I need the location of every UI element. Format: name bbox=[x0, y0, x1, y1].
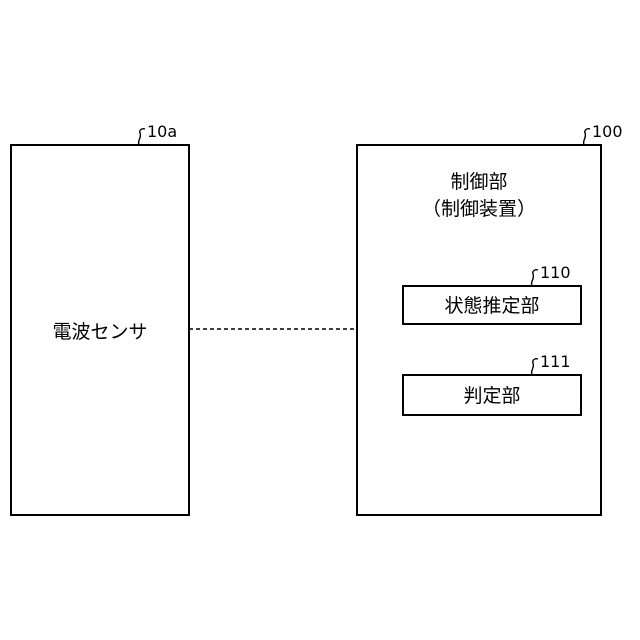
controller-title: 制御部 bbox=[450, 171, 507, 193]
module-determination-ref: 111 bbox=[540, 352, 571, 371]
sensor-block: 10a 電波センサ bbox=[11, 122, 189, 515]
module-state-estimation-ref: 110 bbox=[540, 263, 571, 282]
module-determination-label: 判定部 bbox=[463, 385, 520, 407]
controller-subtitle: （制御装置） bbox=[422, 198, 536, 220]
sensor-label: 電波センサ bbox=[52, 321, 147, 343]
sensor-ref: 10a bbox=[147, 122, 177, 141]
controller-ref-leader bbox=[584, 129, 590, 145]
controller-block: 100 制御部 （制御装置） 110 状態推定部 111 判定部 bbox=[357, 122, 623, 515]
sensor-ref-leader bbox=[139, 129, 145, 145]
module-state-estimation-label: 状態推定部 bbox=[444, 295, 539, 317]
controller-ref: 100 bbox=[592, 122, 623, 141]
